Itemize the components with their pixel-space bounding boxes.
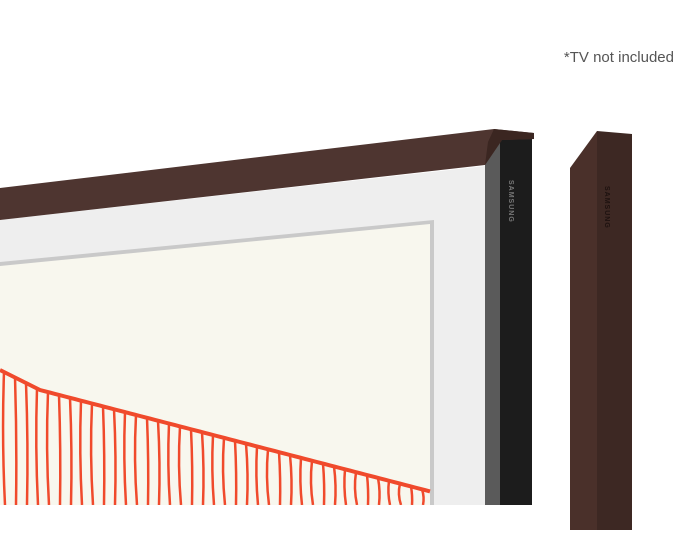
art-line: [35, 388, 40, 506]
tv-side-strip: [485, 140, 500, 505]
tv-side-black: [500, 136, 532, 505]
art-line: [420, 488, 425, 506]
art-curve: [0, 368, 431, 494]
art-line: [200, 432, 205, 506]
art-line: [233, 440, 238, 506]
art-line: [156, 420, 161, 506]
art-line: [123, 412, 128, 506]
art-line: [397, 483, 403, 506]
art-line: [321, 463, 326, 506]
art-line: [299, 457, 304, 506]
art-line: [145, 417, 150, 506]
art-line: [133, 414, 139, 506]
canvas-art: [0, 224, 430, 505]
art-line: [211, 434, 216, 506]
frame-bezel-top: [0, 129, 534, 220]
frame-bezel-edge: [485, 129, 534, 165]
art-line: [89, 403, 95, 506]
art-line: [167, 423, 172, 506]
samsung-logo-bezel: SAMSUNG: [603, 186, 610, 229]
art-line: [24, 382, 29, 506]
art-line: [343, 469, 348, 506]
art-line: [365, 474, 370, 506]
red-line-artwork: [0, 368, 431, 506]
tv-not-included-note: *TV not included: [563, 49, 674, 66]
art-line: [177, 426, 183, 506]
art-line: [387, 480, 392, 506]
bezel-piece-side: [570, 131, 597, 530]
art-line: [265, 449, 271, 506]
art-line: [1, 371, 7, 506]
art-line: [288, 454, 293, 506]
art-line: [255, 446, 260, 506]
bottom-fade: [0, 505, 540, 547]
art-line: [13, 377, 18, 506]
art-line: [332, 466, 337, 506]
art-line: [221, 437, 227, 506]
art-line: [57, 394, 62, 506]
art-line: [45, 392, 51, 506]
samsung-logo-tv: SAMSUNG: [507, 180, 514, 223]
art-line: [112, 409, 117, 506]
art-line: [376, 477, 381, 506]
art-line: [244, 443, 249, 506]
art-line: [353, 471, 359, 506]
bezel-piece-front: [597, 131, 632, 530]
art-line: [189, 429, 194, 506]
art-line: [101, 406, 106, 506]
art-line: [277, 452, 282, 506]
art-line: [68, 397, 73, 506]
art-line: [309, 460, 315, 506]
art-line: [79, 400, 84, 506]
art-line: [409, 486, 414, 506]
